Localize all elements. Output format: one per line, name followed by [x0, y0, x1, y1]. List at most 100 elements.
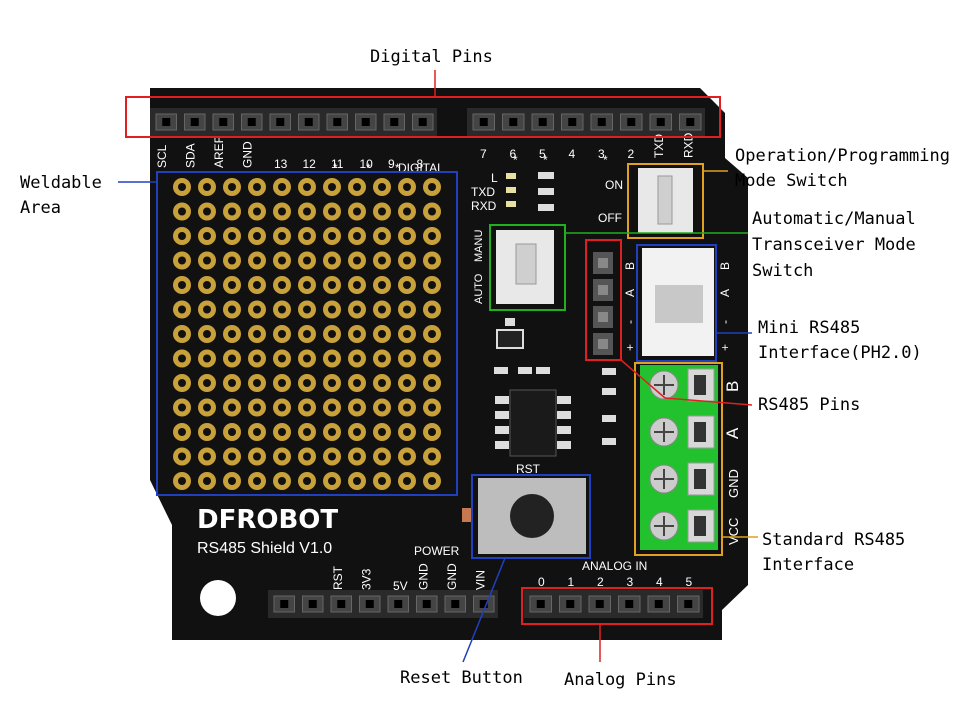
digital-left-label-9: 8: [417, 157, 424, 171]
weld-pad-hole: [203, 477, 211, 485]
digital-left-hole: [190, 118, 199, 126]
digital-right-hole: [656, 118, 665, 126]
weld-pad-hole: [303, 256, 311, 265]
weld-pad-hole: [278, 452, 286, 461]
digital-pins-box: [125, 96, 721, 138]
pwm-marks: ******: [333, 153, 608, 175]
digital-left-hole: [361, 118, 370, 126]
analog-header-label: ANALOG IN: [582, 559, 647, 573]
weld-pad-hole: [253, 330, 261, 338]
weld-pad-hole: [378, 183, 386, 191]
digital-left-hole: [418, 118, 427, 126]
digital-left-label-4: 13: [274, 157, 288, 171]
rs485-pin: [598, 258, 608, 268]
weld-pad-hole: [428, 452, 436, 461]
rs485-pin: [598, 339, 608, 349]
weld-pad-hole: [303, 428, 311, 436]
weld-pad-hole: [278, 281, 286, 289]
weld-pad-hole: [228, 183, 236, 191]
weld-pad-hole: [228, 428, 236, 436]
analog-label-5: 5: [686, 575, 693, 589]
weld-pad-hole: [378, 428, 386, 436]
weld-pad-hole: [403, 232, 411, 240]
callout-mode-switch-line2: Mode Switch: [735, 171, 848, 191]
callout-reset-button: Reset Button: [400, 668, 523, 688]
digital-left-hole: [276, 118, 285, 126]
mini-label-3: +: [718, 344, 732, 351]
rs485-pin-header: [593, 252, 613, 355]
weld-pad-hole: [403, 452, 411, 461]
weld-pad-hole: [178, 183, 186, 191]
ic-pin-right: [557, 396, 571, 404]
mode-switch-box: [627, 163, 704, 239]
weld-pad-hole: [278, 232, 286, 240]
weld-pad-hole: [328, 403, 336, 412]
mini-rs485-latch: [655, 285, 703, 323]
power-hole: [308, 600, 317, 608]
pwm-mark-4: *: [543, 153, 548, 167]
analog-hole: [536, 600, 545, 608]
analog-label-2: 2: [597, 575, 604, 589]
mode-switch-slider: [657, 175, 673, 225]
digital-left-hole: [333, 118, 342, 126]
weld-pad-hole: [203, 379, 211, 387]
weld-pad-hole: [353, 354, 361, 363]
pwm-mark-3: *: [513, 153, 518, 167]
weld-pad-hole: [328, 207, 336, 216]
digital-left-hole: [390, 118, 399, 126]
led-label-rxd: RXD: [471, 199, 497, 213]
weld-pad-hole: [178, 256, 186, 265]
weld-pad-hole: [203, 232, 211, 240]
mini-label-2: -: [718, 320, 732, 324]
weld-pad-hole: [378, 354, 386, 363]
terminal-wire-hole: [694, 469, 706, 489]
terminal-label-0: B: [723, 381, 742, 392]
weld-pad-hole: [428, 330, 436, 338]
weld-pad-hole: [428, 354, 436, 363]
weld-pad-hole: [378, 207, 386, 216]
weld-pad-hole: [278, 354, 286, 363]
weld-pad-hole: [353, 232, 361, 240]
weld-pad-hole: [428, 232, 436, 240]
weld-pad-hole: [228, 403, 236, 412]
callout-analog-pins: Analog Pins: [564, 670, 677, 690]
callout-mini-line2: Interface(PH2.0): [758, 343, 922, 363]
weld-pad-hole: [303, 452, 311, 461]
analog-hole: [595, 600, 604, 608]
weld-pad-hole: [228, 330, 236, 338]
weld-pad-hole: [253, 207, 261, 216]
digital-right-label-0: 7: [480, 147, 487, 161]
weld-pad-hole: [303, 207, 311, 216]
weld-pad-hole: [353, 428, 361, 436]
weld-pad-hole: [228, 281, 236, 289]
rs485-pin-label-0: B: [623, 262, 637, 270]
weld-pad-hole: [303, 403, 311, 412]
weld-pad-hole: [378, 281, 386, 289]
analog-hole: [625, 600, 634, 608]
weld-pad-hole: [178, 428, 186, 436]
weld-pad-hole: [353, 281, 361, 289]
weld-pad-hole: [178, 354, 186, 363]
weld-pad-hole: [253, 354, 261, 363]
transceiver-switch-box: [489, 224, 566, 311]
power-header: [268, 590, 498, 618]
weld-pad-hole: [253, 403, 261, 412]
reset-button-box: [471, 474, 591, 559]
brand-logo: DFROBOT: [197, 505, 338, 535]
weld-pad-hole: [228, 207, 236, 216]
weld-pad-hole: [353, 256, 361, 265]
weld-pad-hole: [253, 452, 261, 461]
digital-right-hole: [509, 118, 518, 126]
weld-pad-hole: [403, 183, 411, 191]
weld-pad-hole: [278, 403, 286, 412]
callout-standard-line2: Interface: [762, 555, 854, 575]
weld-pad-hole: [403, 354, 411, 363]
weld-pad-hole: [353, 477, 361, 485]
capacitor: [462, 508, 472, 522]
rst-label: RST: [516, 462, 541, 476]
digital-left-label-7: 10: [360, 157, 374, 171]
